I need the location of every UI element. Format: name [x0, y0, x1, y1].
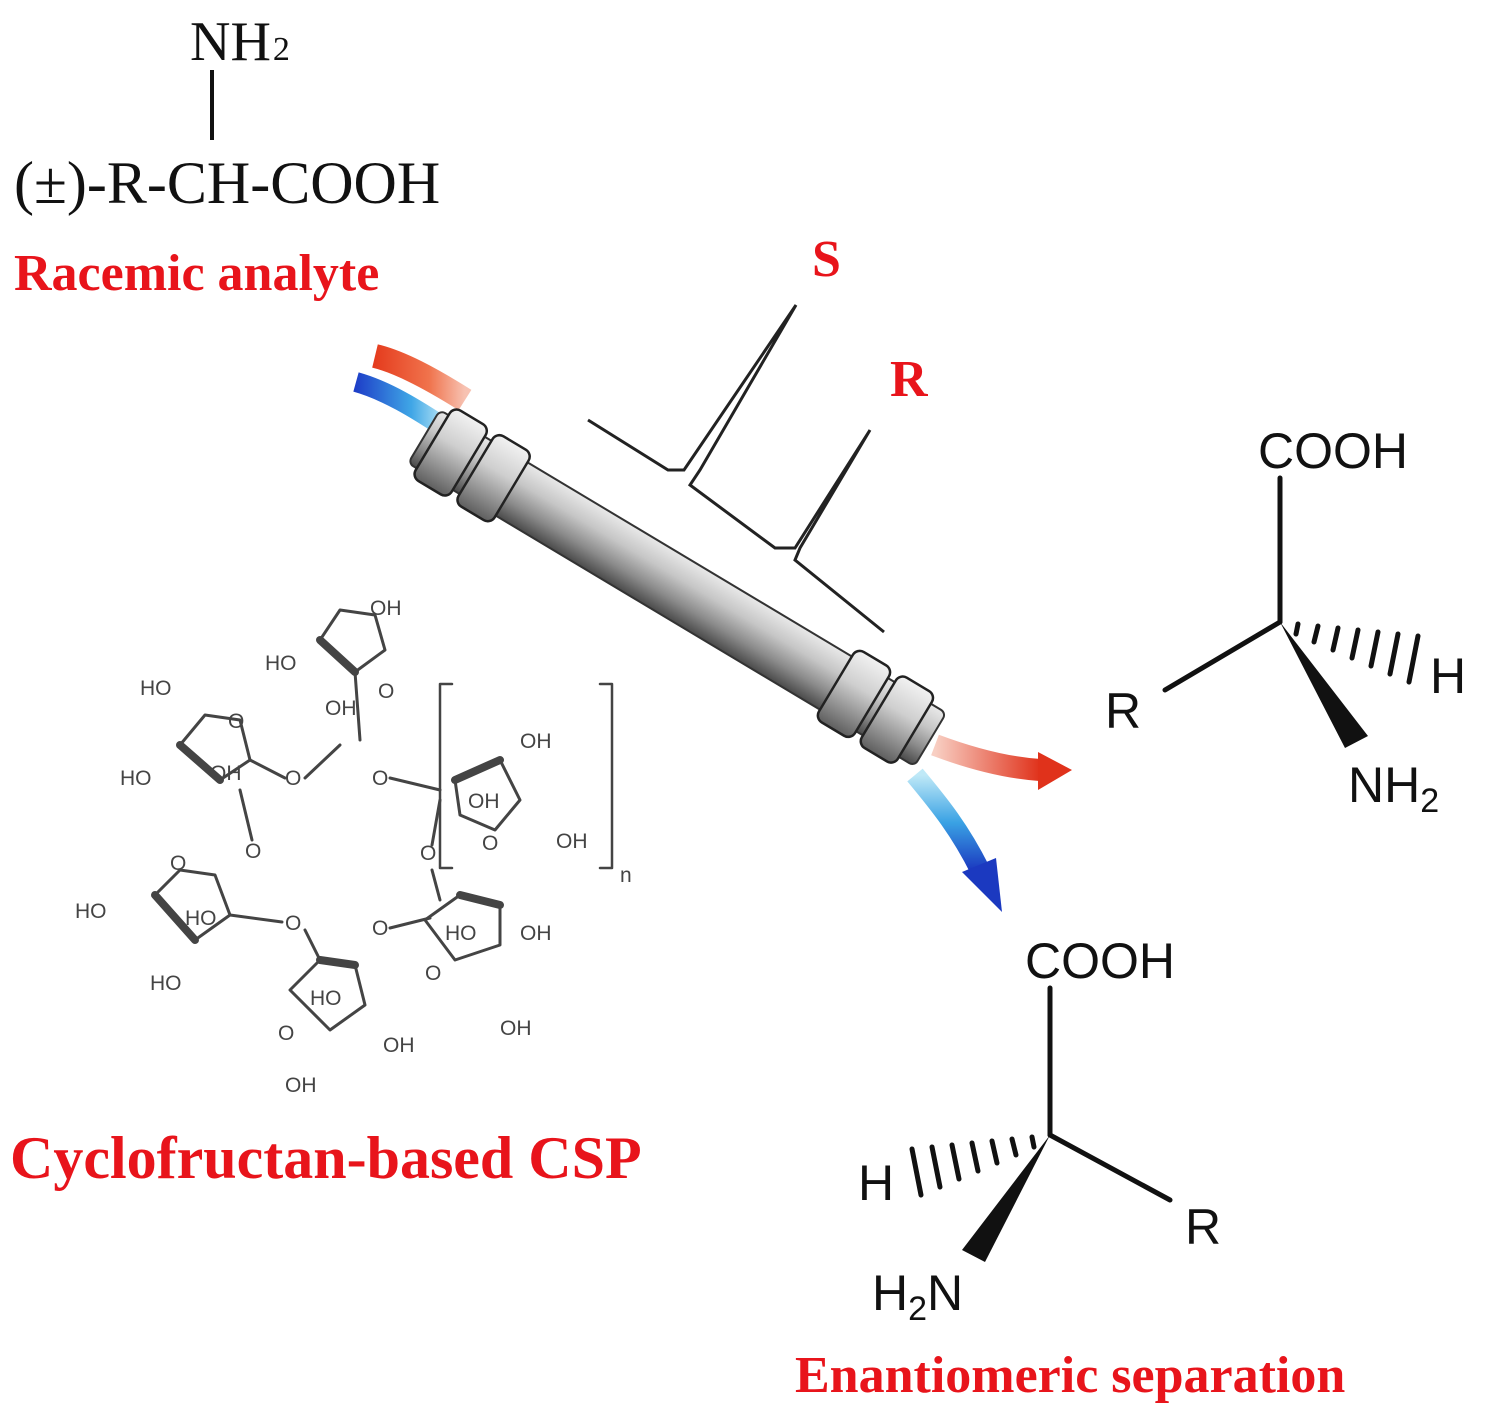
bottom-hashed-wedge [909, 1134, 1037, 1198]
hplc-column [409, 408, 946, 765]
glycosidic-o-1: O [285, 767, 301, 790]
outlet-fitting-2 [859, 675, 935, 764]
link-2a [248, 758, 287, 780]
chromatogram [587, 304, 885, 634]
ring-1-o: O [378, 680, 394, 703]
bottom-bond-r [1047, 1132, 1173, 1203]
link-5a [303, 928, 322, 962]
top-cooh: COOH [1258, 423, 1408, 479]
ring-3-bold-edge [451, 756, 504, 784]
inlet-fitting-1 [413, 408, 489, 497]
link-3a [430, 798, 442, 847]
link-4b [228, 913, 284, 924]
ring-2-ho-a: HO [140, 677, 172, 700]
link-6a [430, 868, 442, 902]
racemic-structure: NH2 (±)-R-CH-COOH Racemic analyte [14, 11, 440, 302]
ring-3-o: O [482, 832, 498, 855]
ring-6-o: O [425, 962, 441, 985]
top-bold-wedge [1280, 622, 1368, 748]
link-2c [388, 776, 442, 792]
glycosidic-o-5: O [285, 912, 301, 935]
ring-5-oh-a: OH [383, 1034, 415, 1057]
racemic-analyte-label: Racemic analyte [14, 245, 379, 302]
bottom-h2n: H2N [872, 1265, 963, 1328]
ring-3-oh-b: OH [468, 790, 500, 813]
ring-6-oh-b: OH [500, 1017, 532, 1040]
ring-4-o: O [170, 852, 186, 875]
ring-6-bold-edge [456, 891, 504, 909]
ring-3-oh-a: OH [520, 730, 552, 753]
ring-5-bold-edge [316, 956, 359, 969]
ring-4-ho-c: HO [150, 972, 182, 995]
separation-label: Enantiomeric separation [795, 1347, 1345, 1404]
ring-5-oh-b: OH [285, 1074, 317, 1097]
outlet-arrow-red [1038, 752, 1072, 790]
bottom-r: R [1185, 1199, 1221, 1255]
ring-2-bold-edge [176, 741, 224, 784]
top-h: H [1430, 648, 1466, 704]
ring-1-ho: HO [265, 652, 297, 675]
link-2b [303, 743, 342, 780]
outlet-stream-blue [907, 768, 989, 875]
outlet-arrow-blue [962, 858, 1002, 912]
glycosidic-o-2: O [372, 767, 388, 790]
bottom-bold-wedge [962, 1135, 1050, 1262]
link-4a [238, 788, 254, 842]
ring-4-bold-edge [151, 891, 199, 944]
peak-label-s: S [812, 231, 841, 288]
enantiomer-top: COOH R H NH2 [1105, 423, 1466, 820]
ring-4-ho-a: HO [75, 900, 107, 923]
top-bond-r [1162, 619, 1283, 693]
peak-label-r: R [890, 351, 929, 408]
amine-group-text: NH2 [190, 11, 290, 73]
link-5b [388, 916, 432, 930]
glycosidic-o-3: O [420, 842, 436, 865]
ring-2-o: O [228, 710, 244, 733]
ring-5-ho: HO [310, 987, 342, 1010]
repeat-bracket-right [598, 682, 614, 870]
ring-1-bold-edge [316, 636, 359, 676]
cyclofructan-structure: n OH HO OH O HO HO OH O O O OH OH OH O O… [75, 597, 632, 1097]
ring-5-o: O [278, 1022, 294, 1045]
ring-3-oh-c: OH [556, 830, 588, 853]
outlet-stream-red [931, 734, 1041, 781]
chromatogram-trace [587, 304, 885, 634]
bottom-cooh: COOH [1025, 933, 1175, 989]
ring-1-link [353, 670, 362, 742]
inlet-fitting-2 [456, 433, 531, 523]
ring-6-oh-a: OH [520, 922, 552, 945]
enantiomer-bottom: COOH R H H2N [858, 933, 1221, 1328]
csp-label: Cyclofructan-based CSP [10, 1125, 642, 1191]
bottom-h: H [858, 1155, 894, 1211]
ring-2-oh: OH [210, 762, 242, 785]
ring-4-ho-b: HO [185, 907, 217, 930]
ring-2-ho-b: HO [120, 767, 152, 790]
top-r: R [1105, 683, 1141, 739]
repeat-bracket-left [438, 682, 454, 870]
outlet-fitting-1 [816, 649, 892, 739]
ring-1-oh-a: OH [370, 597, 402, 620]
racemic-formula: (±)-R-CH-COOH [14, 150, 440, 216]
inlet-stream-red [371, 344, 472, 411]
top-nh2: NH2 [1348, 757, 1439, 820]
ring-6 [423, 893, 502, 962]
repeat-subscript: n [620, 864, 632, 887]
ring-1-oh-b: OH [325, 697, 357, 720]
ring-6-ho: HO [445, 922, 477, 945]
column-body [409, 411, 946, 765]
ring-5 [288, 958, 367, 1032]
glycosidic-o-4: O [245, 840, 261, 863]
top-hashed-wedge [1293, 621, 1421, 685]
glycosidic-o-6: O [372, 917, 388, 940]
